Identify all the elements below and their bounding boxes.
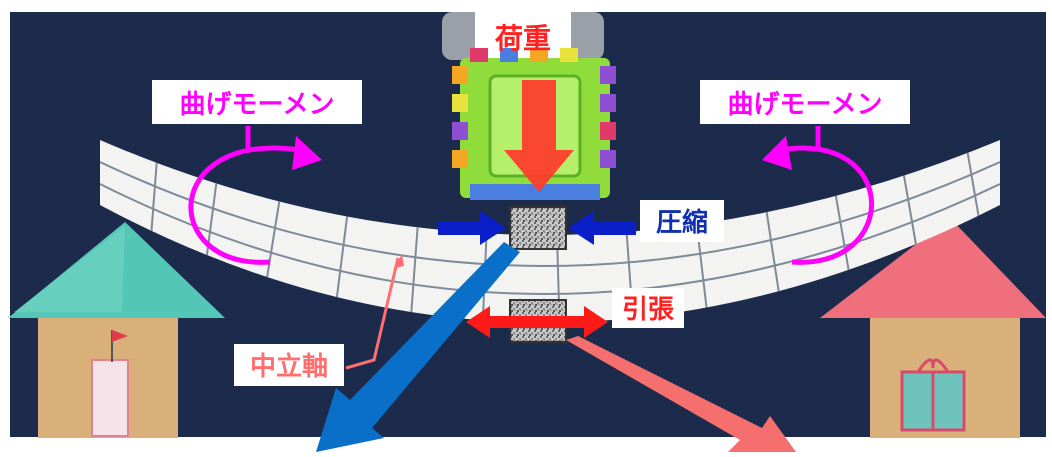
tension-label-box: [612, 288, 684, 328]
neutral-axis-arrowhead: [394, 254, 404, 268]
bending-moment-arrowhead-left: [292, 136, 322, 170]
tension-arrow: [466, 306, 608, 338]
bending-moment-arrowhead-right: [762, 136, 792, 170]
neutral-axis-label: 中立軸: [250, 351, 328, 382]
compression-arrow-right: [568, 211, 636, 245]
right-support-block: [820, 218, 1046, 438]
zoom-arrow-left: [316, 242, 520, 452]
compression-label-box: [640, 200, 724, 242]
load-arrow: [504, 80, 574, 192]
neutral-axis-label-box: [234, 344, 344, 386]
bending-moment-label-left: 曲げモーメン: [180, 90, 335, 120]
moment-label-box-right: [700, 80, 910, 124]
compression-label: 圧縮: [656, 207, 708, 238]
bending-moment-arrow-left: [188, 126, 301, 265]
tension-label: 引張: [622, 295, 674, 325]
load-label-box: [475, 12, 571, 60]
zoom-arrow-right: [566, 336, 796, 452]
left-support-block: [8, 222, 225, 438]
neutral-axis-leader: [345, 257, 400, 370]
bending-moment-arrow-right: [779, 126, 874, 265]
compression-arrow-left: [438, 211, 506, 245]
bending-moment-label-right: 曲げモーメン: [728, 90, 883, 120]
compression-sample: [509, 206, 567, 250]
load-label: 荷重: [495, 22, 551, 55]
moment-label-box-left: [152, 80, 362, 124]
